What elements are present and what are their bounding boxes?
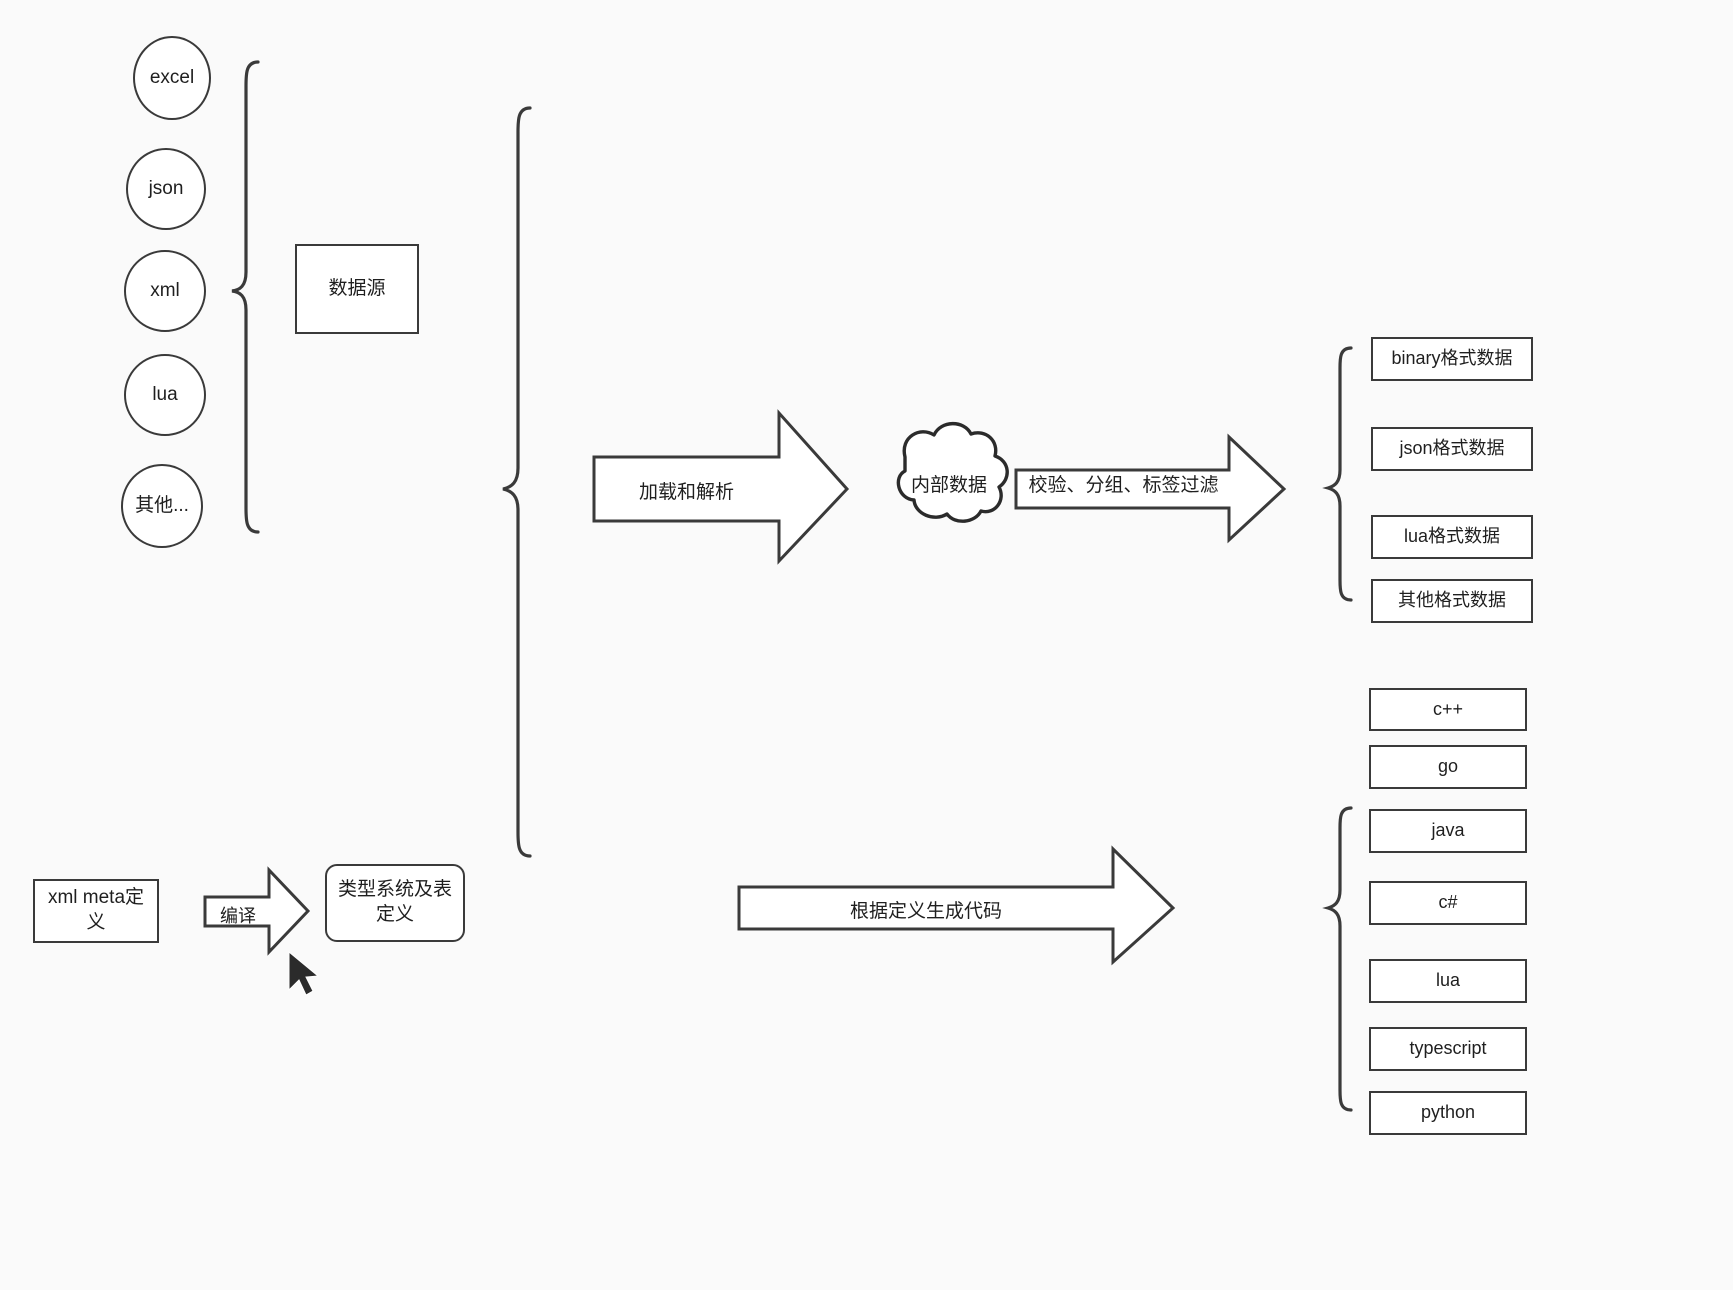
output-language-label: typescript: [1409, 1038, 1487, 1059]
source-node-xml[interactable]: xml: [124, 250, 206, 332]
source-label: xml: [150, 279, 180, 301]
type-system-definition-box[interactable]: 类型系统及表 定义: [325, 864, 465, 942]
output-language-lua[interactable]: lua: [1369, 959, 1527, 1003]
data-source-label: 数据源: [328, 277, 386, 299]
type-system-definition-label: 类型系统及表 定义: [337, 879, 452, 925]
validate-filter-arrow-label: 校验、分组、标签过滤: [1028, 475, 1219, 496]
output-language-typescript[interactable]: typescript: [1369, 1027, 1527, 1071]
source-label: lua: [152, 383, 178, 405]
output-language-java[interactable]: java: [1369, 809, 1527, 853]
output-format-label: 其他格式数据: [1398, 590, 1506, 611]
codegen-arrow-label: 根据定义生成代码: [849, 901, 1002, 922]
xml-meta-definition-label: xml meta定 义: [47, 887, 145, 933]
output-language-label: lua: [1435, 970, 1461, 991]
output-format-label: json格式数据: [1399, 438, 1505, 459]
output-format-binary[interactable]: binary格式数据: [1371, 337, 1533, 381]
load-parse-arrow-label: 加载和解析: [638, 482, 734, 503]
mouse-cursor: [288, 950, 320, 996]
output-language-cpp[interactable]: c++: [1369, 688, 1527, 731]
output-format-other[interactable]: 其他格式数据: [1371, 579, 1533, 623]
source-node-excel[interactable]: excel: [133, 36, 211, 120]
brace-sources: [231, 60, 260, 534]
source-label: 其他...: [135, 494, 189, 516]
output-language-label: c#: [1438, 892, 1458, 913]
brace-output-languages: [1322, 806, 1353, 1112]
source-label: excel: [149, 66, 195, 88]
output-format-json[interactable]: json格式数据: [1371, 427, 1533, 471]
output-language-label: go: [1437, 756, 1459, 777]
data-source-box[interactable]: 数据源: [295, 244, 419, 334]
output-format-lua[interactable]: lua格式数据: [1371, 515, 1533, 559]
output-language-label: c++: [1432, 698, 1464, 719]
output-language-csharp[interactable]: c#: [1369, 881, 1527, 925]
output-format-label: binary格式数据: [1391, 348, 1513, 369]
brace-output-formats: [1322, 346, 1353, 602]
source-label: json: [148, 177, 184, 199]
compile-arrow-label: 编译: [220, 906, 256, 926]
output-format-label: lua格式数据: [1403, 526, 1501, 547]
output-language-python[interactable]: python: [1369, 1091, 1527, 1135]
output-language-go[interactable]: go: [1369, 745, 1527, 789]
source-node-json[interactable]: json: [126, 148, 206, 230]
output-language-label: java: [1431, 820, 1465, 841]
internal-data-label: 内部数据: [910, 475, 987, 496]
brace-pipeline-input: [502, 106, 532, 858]
output-language-label: python: [1420, 1102, 1476, 1123]
xml-meta-definition-box[interactable]: xml meta定 义: [33, 879, 159, 943]
source-node-other[interactable]: 其他...: [121, 464, 203, 548]
source-node-lua[interactable]: lua: [124, 354, 206, 436]
